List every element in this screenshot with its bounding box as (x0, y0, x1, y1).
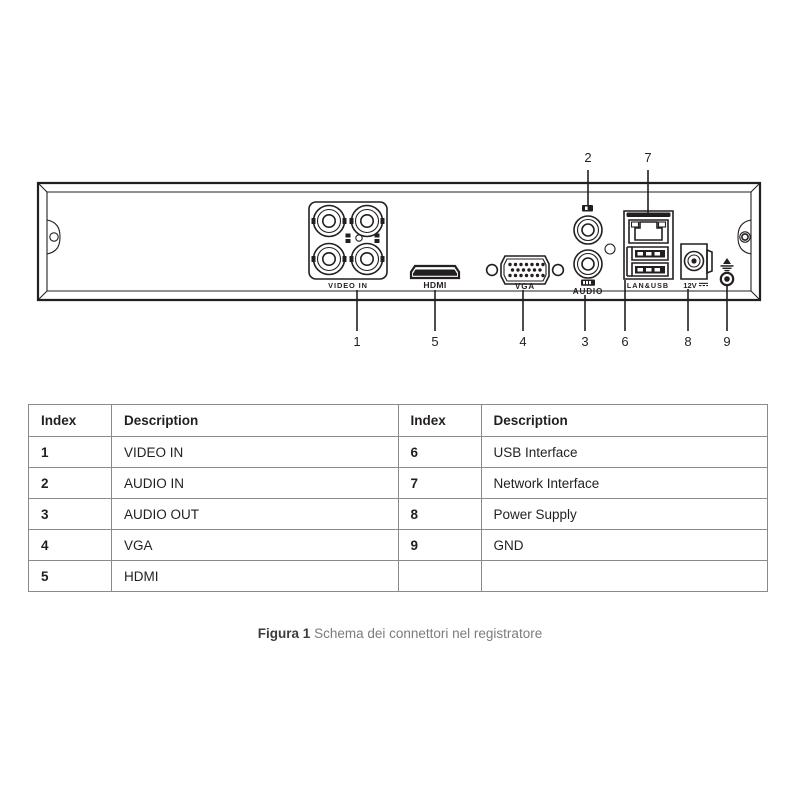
figure-caption-text: Schema dei connettori nel registratore (314, 626, 543, 641)
cell-description-right: USB Interface (480, 436, 768, 468)
table-header-row: Index Description Index Description (28, 404, 768, 437)
callout-number-1: 1 (353, 334, 360, 349)
device-rear-panel-figure: .ln{fill:none;stroke:#231f20;} .s1{strok… (0, 148, 800, 363)
lan-usb-port-label: LAN&USB (627, 281, 669, 290)
cell-description-right (480, 560, 768, 592)
dc-voltage-icon (699, 282, 708, 287)
callout-number-6: 6 (621, 334, 628, 349)
cell-description-left: VGA (111, 529, 399, 561)
audio-port-label: AUDIO (573, 287, 603, 296)
table-row: 2 AUDIO IN 7 Network Interface (28, 467, 768, 499)
callout-number-9: 9 (723, 334, 730, 349)
left-mounting-bracket (46, 219, 61, 255)
cell-index-right: 6 (397, 436, 482, 468)
audio-out-jack (573, 249, 603, 279)
bnc-connector (311, 204, 347, 238)
header-description-right: Description (480, 404, 768, 437)
callout-number-8: 8 (684, 334, 691, 349)
cell-index-left: 5 (28, 560, 112, 592)
usb-port (631, 246, 669, 261)
video-in-port-label: VIDEO IN (328, 281, 368, 290)
vga-port: VGA (485, 255, 565, 291)
network-interface-port (628, 219, 669, 244)
bnc-connector (311, 242, 347, 276)
connector-index-table-wrapper: Index Description Index Description 1 VI… (28, 404, 768, 592)
rear-panel-drawing: .ln{fill:none;stroke:#231f20;} .s1{strok… (36, 150, 762, 349)
connector-index-table: Index Description Index Description 1 VI… (28, 404, 768, 592)
cell-description-right: Power Supply (480, 498, 768, 530)
video-in-connector-block: VIDEO IN (308, 201, 388, 290)
cell-description-left: AUDIO IN (111, 467, 399, 499)
bnc-connector (349, 242, 385, 276)
power-supply-jack: 12V (680, 243, 713, 290)
cell-index-left: 1 (28, 436, 112, 468)
figure-caption-label: Figura 1 (257, 626, 311, 641)
cell-description-right: Network Interface (480, 467, 768, 499)
header-index-right: Index (397, 404, 482, 437)
figure-caption: Figura 1 Schema dei connettori nel regis… (0, 626, 800, 641)
power-port-label: 12V (683, 281, 697, 290)
hdmi-port-label: HDMI (423, 280, 446, 290)
callout-leaders-bottom: 1 5 4 3 6 8 9 (353, 280, 731, 349)
table-row: 3 AUDIO OUT 8 Power Supply (28, 498, 768, 530)
callout-number-7: 7 (644, 150, 651, 165)
callout-number-5: 5 (431, 334, 438, 349)
cell-index-right (397, 560, 482, 592)
header-index-left: Index (28, 404, 112, 437)
cell-index-left: 2 (28, 467, 112, 499)
table-row: 4 VGA 9 GND (28, 529, 768, 561)
cell-index-right: 8 (397, 498, 482, 530)
callout-number-3: 3 (581, 334, 588, 349)
callout-number-2: 2 (584, 150, 591, 165)
hdmi-port: HDMI (409, 264, 461, 290)
vga-port-label: VGA (515, 282, 535, 291)
audio-in-jack (573, 215, 603, 245)
bnc-connector (349, 204, 385, 238)
callout-number-4: 4 (519, 334, 526, 349)
cell-description-left: AUDIO OUT (111, 498, 399, 530)
table-row: 1 VIDEO IN 6 USB Interface (28, 436, 768, 468)
right-mounting-bracket (737, 219, 752, 255)
table-row: 5 HDMI (28, 560, 768, 592)
gnd-terminal (719, 258, 735, 287)
audio-connector-block: AUDIO (573, 205, 616, 296)
cell-index-right: 9 (397, 529, 482, 561)
cell-index-right: 7 (397, 467, 482, 499)
callout-leaders-top: 2 7 (584, 150, 652, 213)
cell-index-left: 4 (28, 529, 112, 561)
usb-port (631, 262, 669, 277)
lan-usb-connector-block: LAN&USB (623, 210, 674, 290)
cell-description-left: VIDEO IN (111, 436, 399, 468)
cell-description-left: HDMI (111, 560, 399, 592)
ground-icon (720, 258, 734, 272)
cell-description-right: GND (480, 529, 768, 561)
header-description-left: Description (111, 404, 399, 437)
cell-index-left: 3 (28, 498, 112, 530)
